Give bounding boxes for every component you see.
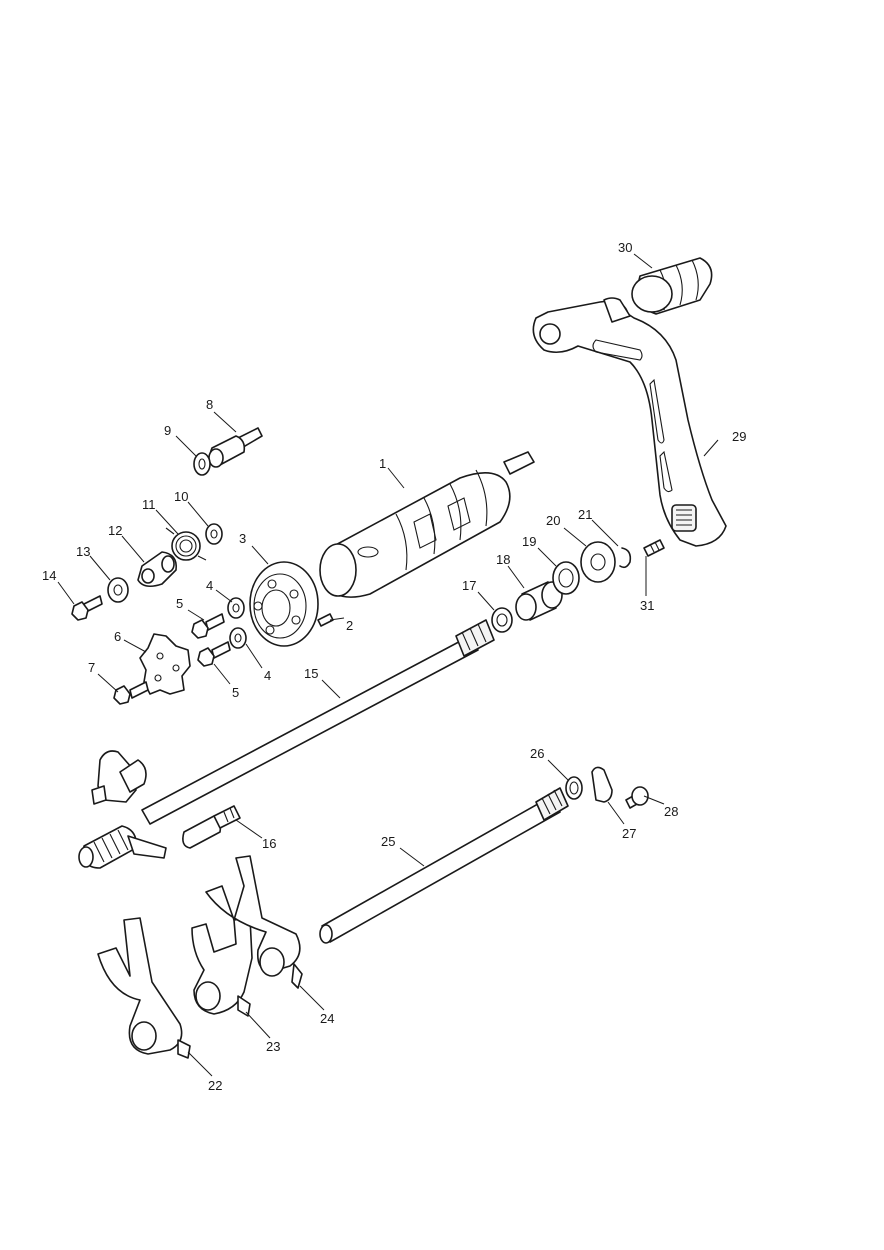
part-7-bolt bbox=[113, 681, 149, 705]
part-5-bolt-b bbox=[197, 641, 231, 667]
part-4-washer-b bbox=[229, 627, 247, 649]
part-11-spring bbox=[165, 527, 207, 561]
part-16-stud bbox=[182, 805, 241, 849]
part-9-washer bbox=[193, 452, 211, 476]
callout-12: 12 bbox=[108, 523, 122, 538]
callout-18: 18 bbox=[496, 552, 510, 567]
part-24-selector-fork bbox=[205, 855, 303, 989]
part-5-bolt-a bbox=[191, 613, 225, 639]
shaft-spring bbox=[78, 825, 138, 869]
callout-30: 30 bbox=[618, 240, 632, 255]
part-10-washer bbox=[205, 523, 223, 545]
part-1-selector-drum bbox=[319, 451, 535, 598]
callout-13: 13 bbox=[76, 544, 90, 559]
part-21-circlip bbox=[619, 547, 632, 569]
callout-14: 14 bbox=[42, 568, 56, 583]
callout-28: 28 bbox=[664, 804, 678, 819]
callout-1: 1 bbox=[379, 456, 386, 471]
part-6-selector-star bbox=[139, 633, 191, 695]
part-20-washer bbox=[580, 541, 616, 583]
callout-25: 25 bbox=[381, 834, 395, 849]
callout-4b: 4 bbox=[264, 668, 271, 683]
callout-23: 23 bbox=[266, 1039, 280, 1054]
callout-5b: 5 bbox=[232, 685, 239, 700]
part-19-seal bbox=[552, 561, 580, 595]
callout-15: 15 bbox=[304, 666, 318, 681]
callout-17: 17 bbox=[462, 578, 476, 593]
callout-4a: 4 bbox=[206, 578, 213, 593]
leader-lines bbox=[57, 253, 719, 1077]
callout-22: 22 bbox=[208, 1078, 222, 1093]
part-3-bearing bbox=[249, 561, 319, 647]
callout-6: 6 bbox=[114, 629, 121, 644]
callout-21: 21 bbox=[578, 507, 592, 522]
part-13-washer bbox=[107, 577, 129, 603]
part-17-washer bbox=[491, 607, 513, 633]
callout-16: 16 bbox=[262, 836, 276, 851]
callout-20: 20 bbox=[546, 513, 560, 528]
part-23-selector-fork bbox=[191, 917, 253, 1017]
part-28-bolt bbox=[625, 786, 649, 809]
part-25-fork-shaft bbox=[319, 787, 569, 944]
callout-7: 7 bbox=[88, 660, 95, 675]
callout-2: 2 bbox=[346, 618, 353, 633]
part-8-pivot-bolt bbox=[208, 427, 263, 468]
callout-11: 11 bbox=[142, 497, 156, 512]
callout-9: 9 bbox=[164, 423, 171, 438]
part-14-bolt bbox=[71, 595, 103, 621]
callout-19: 19 bbox=[522, 534, 536, 549]
part-26-washer bbox=[565, 776, 583, 800]
part-22-selector-fork bbox=[97, 917, 191, 1059]
callout-31: 31 bbox=[640, 598, 654, 613]
callout-labels: 1 2 3 4 4 5 5 6 7 8 9 10 11 12 13 14 15 … bbox=[42, 240, 746, 1093]
part-27-retainer-plate bbox=[591, 766, 613, 803]
callout-8: 8 bbox=[206, 397, 213, 412]
part-15-gearchange-shaft bbox=[78, 619, 495, 869]
callout-27: 27 bbox=[622, 826, 636, 841]
callout-3: 3 bbox=[239, 531, 246, 546]
part-31-bolt bbox=[643, 539, 665, 557]
callout-10: 10 bbox=[174, 489, 188, 504]
callout-5a: 5 bbox=[176, 596, 183, 611]
part-30-pedal-rubber bbox=[631, 257, 713, 315]
part-4-washer-a bbox=[227, 597, 245, 619]
callout-26: 26 bbox=[530, 746, 544, 761]
part-29-gear-pedal bbox=[532, 297, 727, 547]
part-12-stopper-arm bbox=[137, 551, 178, 588]
callout-24: 24 bbox=[320, 1011, 334, 1026]
callout-29: 29 bbox=[732, 429, 746, 444]
